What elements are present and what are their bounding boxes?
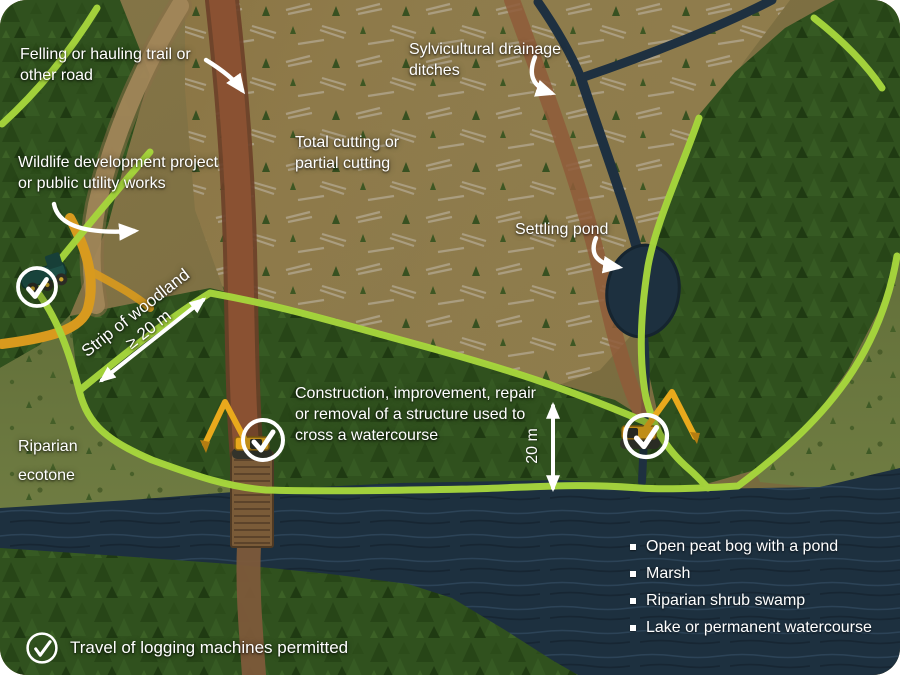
check-circle-icon	[243, 420, 283, 460]
road-below-bridge	[236, 533, 266, 675]
list-item-label: Marsh	[646, 564, 691, 582]
list-item: Open peat bog with a pond	[630, 533, 872, 560]
bullet-icon	[630, 570, 636, 577]
list-item-label: Lake or permanent watercourse	[646, 618, 872, 636]
curved-white-arrow-icon	[529, 54, 557, 97]
list-item-label: Riparian shrub swamp	[646, 591, 806, 609]
check-circle-icon	[26, 632, 58, 664]
list-item: Lake or permanent watercourse	[630, 614, 872, 641]
measure-arrows	[98, 297, 560, 492]
annotation-arrows	[51, 54, 624, 274]
label-drainage-ditches: Sylvicultural drainage ditches	[409, 41, 562, 79]
label-buffer-distance: 20 m	[524, 428, 541, 464]
legend: Travel of logging machines permitted	[24, 630, 348, 666]
label-wildlife-project: Wildlife development project or public u…	[18, 154, 219, 192]
list-item: Marsh	[630, 560, 872, 587]
list-item: Riparian shrub swamp	[630, 587, 872, 614]
label-settling-pond: Settling pond	[515, 221, 609, 238]
riparian-meadow	[0, 315, 258, 512]
bridge	[230, 451, 274, 548]
curved-white-arrow-icon	[203, 57, 246, 95]
bullet-icon	[630, 597, 636, 604]
curved-white-arrow-icon	[591, 235, 624, 274]
bullet-icon	[630, 543, 636, 550]
label-felling-trail: Felling or hauling trail or other road	[20, 46, 191, 84]
forest-bottom	[0, 548, 578, 675]
bullet-icon	[630, 624, 636, 631]
label-riparian-ecotone: Riparian ecotone	[18, 438, 78, 484]
forest-right	[640, 0, 900, 484]
check-circle-icon	[625, 415, 667, 457]
check-circle-icon	[18, 268, 56, 306]
double-headed-arrow-icon	[98, 297, 207, 383]
meadow-right	[755, 252, 900, 489]
list-item-label: Open peat bog with a pond	[646, 537, 839, 555]
legend-label: Travel of logging machines permitted	[70, 638, 349, 657]
label-cutting: Total cutting or partial cutting	[295, 134, 400, 172]
forest-buffer-strip	[60, 288, 705, 489]
water-feature-list: Open peat bog with a pond Marsh Riparian…	[630, 533, 872, 641]
river-and-lake	[0, 468, 900, 675]
curved-white-arrow-icon	[51, 201, 140, 241]
label-watercourse-structure: Construction, improvement, repair or rem…	[295, 385, 536, 444]
